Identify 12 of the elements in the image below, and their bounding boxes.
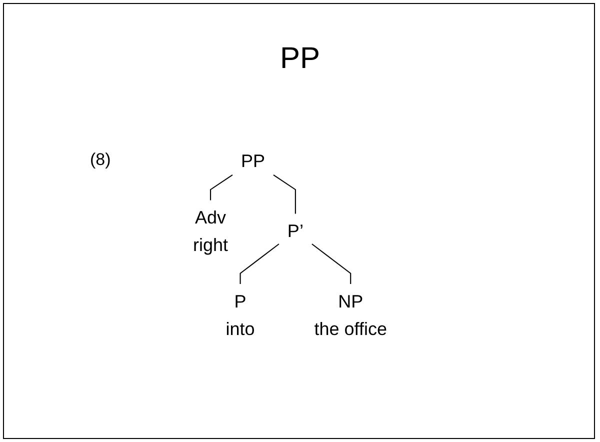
node-text: PP	[240, 150, 266, 172]
connector	[273, 174, 296, 214]
example-number: (8)	[90, 150, 111, 170]
node-text: P’	[287, 221, 304, 242]
connector	[240, 244, 280, 284]
slide-title: PP	[278, 42, 322, 76]
connector	[312, 244, 352, 284]
connector	[210, 174, 233, 200]
node-text: P into	[226, 291, 255, 339]
syntax-tree: PP Adv right P’ P into NP the office	[140, 135, 440, 355]
node-text: NP the office	[314, 291, 388, 339]
node-text: Adv right	[192, 208, 228, 255]
